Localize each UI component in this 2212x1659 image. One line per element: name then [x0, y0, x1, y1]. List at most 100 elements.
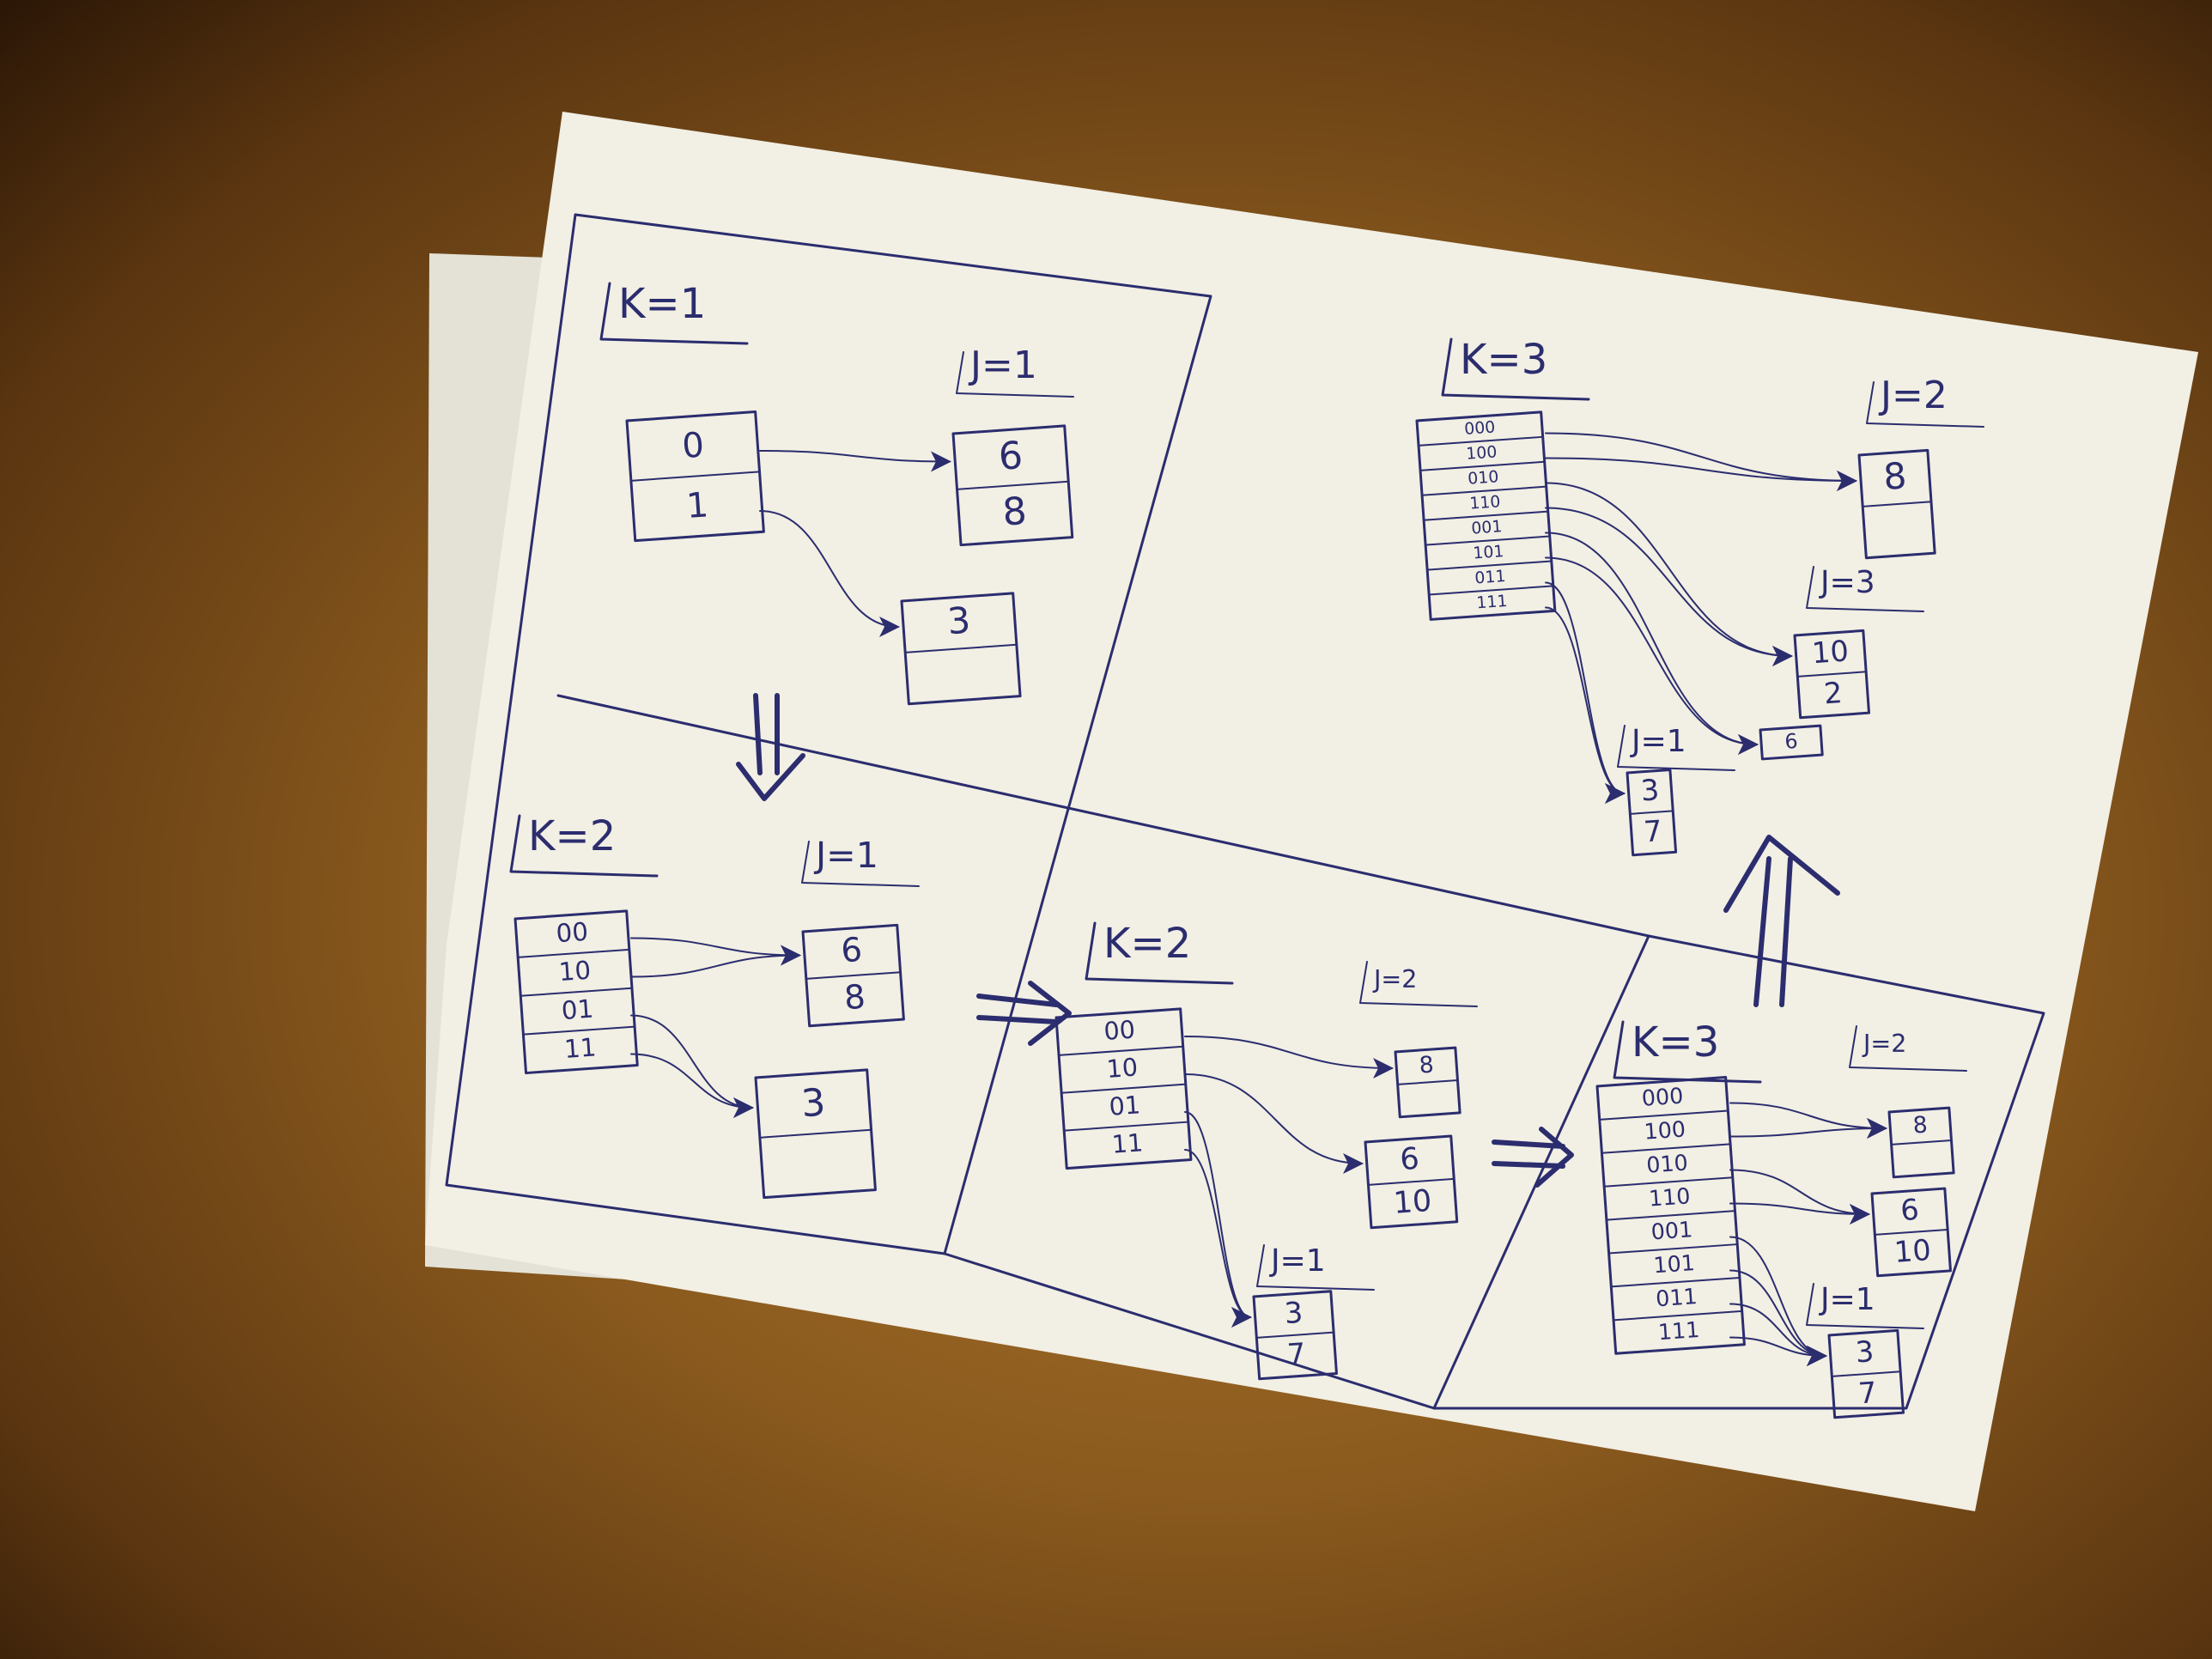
- directory-entry: 111: [1657, 1316, 1700, 1345]
- bucket-value: 7: [1643, 814, 1663, 848]
- pointer-arrow: [1729, 1202, 1870, 1224]
- pointer-arrow: [630, 945, 801, 978]
- bucket: 102: [1793, 629, 1871, 720]
- local-depth-label: J=2: [1878, 374, 1948, 417]
- directory-divider: [1601, 1143, 1732, 1154]
- directory-entry: 00: [556, 917, 590, 949]
- bucket-divider: [1831, 1370, 1902, 1377]
- bucket-value: 8: [1001, 489, 1028, 535]
- directory-entry: 110: [1469, 493, 1501, 513]
- global-depth-label: K=2: [1103, 920, 1191, 968]
- bucket-value: 6: [1399, 1142, 1420, 1177]
- bucket-value: 3: [1639, 773, 1660, 807]
- pointer-arrow: [1729, 1102, 1887, 1139]
- bucket-divider: [805, 971, 902, 980]
- directory-entry: 101: [1652, 1249, 1695, 1278]
- bucket: 8: [1394, 1046, 1462, 1119]
- directory-divider: [1428, 585, 1554, 596]
- bucket-value: 10: [1392, 1184, 1432, 1221]
- directory-divider: [1598, 1109, 1729, 1121]
- label-underline: [1617, 725, 1735, 771]
- bucket-value: 6: [1784, 729, 1798, 754]
- local-depth-label: J=2: [1372, 965, 1417, 994]
- label-underline: [1256, 1244, 1375, 1291]
- global-depth-label: K=3: [1632, 1018, 1719, 1066]
- directory-entry: 10: [558, 956, 592, 988]
- pointer-arrow: [1184, 1036, 1394, 1079]
- bucket: 8: [1887, 1106, 1955, 1179]
- bucket: 610: [1364, 1134, 1459, 1230]
- bucket-divider: [1255, 1331, 1335, 1339]
- pointer-arrow: [1545, 482, 1793, 666]
- bucket-value: 3: [1854, 1334, 1875, 1369]
- directory-divider: [1423, 510, 1549, 521]
- panel-borders: [445, 213, 2045, 1410]
- bucket-value: 3: [946, 599, 972, 643]
- directory-entry: 00: [1103, 1015, 1136, 1046]
- directory-entry: 011: [1655, 1283, 1698, 1311]
- label-underline: [1359, 961, 1478, 1007]
- bucket-divider: [956, 480, 1070, 490]
- directory-divider: [1613, 1310, 1743, 1322]
- pointer-arrow: [759, 510, 900, 637]
- label-underline: [1441, 337, 1590, 401]
- bucket: 37: [1252, 1290, 1338, 1381]
- directory-entry: 001: [1650, 1216, 1693, 1244]
- directory-divider: [1603, 1176, 1734, 1188]
- bucket-value: 8: [843, 978, 867, 1018]
- local-depth-label: J=1: [813, 835, 878, 876]
- directory-entry: 01: [561, 994, 595, 1026]
- pointer-arrow: [1184, 1149, 1252, 1328]
- bucket: 37: [1626, 769, 1678, 857]
- bucket: 6: [1759, 724, 1824, 761]
- directory-entry: 1: [685, 485, 710, 526]
- bucket-value: 6: [997, 434, 1024, 479]
- directory-divider: [1419, 460, 1546, 471]
- panel-state-5: K=30001000101100011010111118J=2102J=3637…: [1415, 336, 1984, 857]
- directory-entry: 011: [1474, 568, 1506, 587]
- global-depth-label: K=1: [618, 280, 706, 328]
- label-underline: [599, 282, 749, 345]
- pointer-arrow: [1545, 432, 1857, 491]
- bucket-divider: [1862, 501, 1932, 507]
- label-underline: [801, 841, 920, 887]
- directory-entry: 0: [681, 425, 706, 466]
- label-underline: [1849, 1025, 1967, 1072]
- bucket-divider: [1396, 1079, 1459, 1085]
- bucket: 3: [754, 1068, 877, 1200]
- directory-divider: [629, 471, 761, 482]
- directory-entry: 000: [1464, 418, 1496, 438]
- bucket-divider: [904, 643, 1018, 653]
- directory-divider: [1605, 1210, 1736, 1221]
- bucket-divider: [1367, 1177, 1455, 1186]
- bucket-divider: [1874, 1228, 1949, 1236]
- directory-divider: [1058, 1045, 1184, 1056]
- bucket-value: 10: [1811, 634, 1850, 670]
- pointer-arrow: [1729, 1118, 1887, 1139]
- directory-divider: [1063, 1121, 1189, 1132]
- panel-state-1: K=1 0 1 6 8 J=1 3: [599, 280, 1074, 706]
- label-underline: [956, 351, 1074, 398]
- bucket-value: 2: [1823, 676, 1844, 710]
- bucket: 8: [1857, 448, 1936, 560]
- global-depth-label: K=3: [1460, 336, 1547, 384]
- directory-divider: [1425, 535, 1551, 546]
- bucket-value: 3: [1283, 1296, 1304, 1330]
- bucket: 37: [1827, 1328, 1905, 1419]
- bucket-value: 6: [840, 931, 864, 971]
- pointer-arrow: [1545, 457, 1857, 491]
- pointer-arrow: [1729, 1336, 1827, 1366]
- directory-divider: [1421, 485, 1547, 496]
- directory-entry: 11: [563, 1032, 598, 1064]
- local-depth-label: J=1: [968, 343, 1037, 387]
- directory-divider: [517, 948, 630, 958]
- down-arrow-icon: [736, 693, 805, 801]
- right-arrow-icon: [976, 981, 1072, 1046]
- right-arrow-icon: [1492, 1127, 1574, 1188]
- local-depth-label: J=2: [1862, 1030, 1906, 1058]
- bucket-divider: [1890, 1139, 1953, 1146]
